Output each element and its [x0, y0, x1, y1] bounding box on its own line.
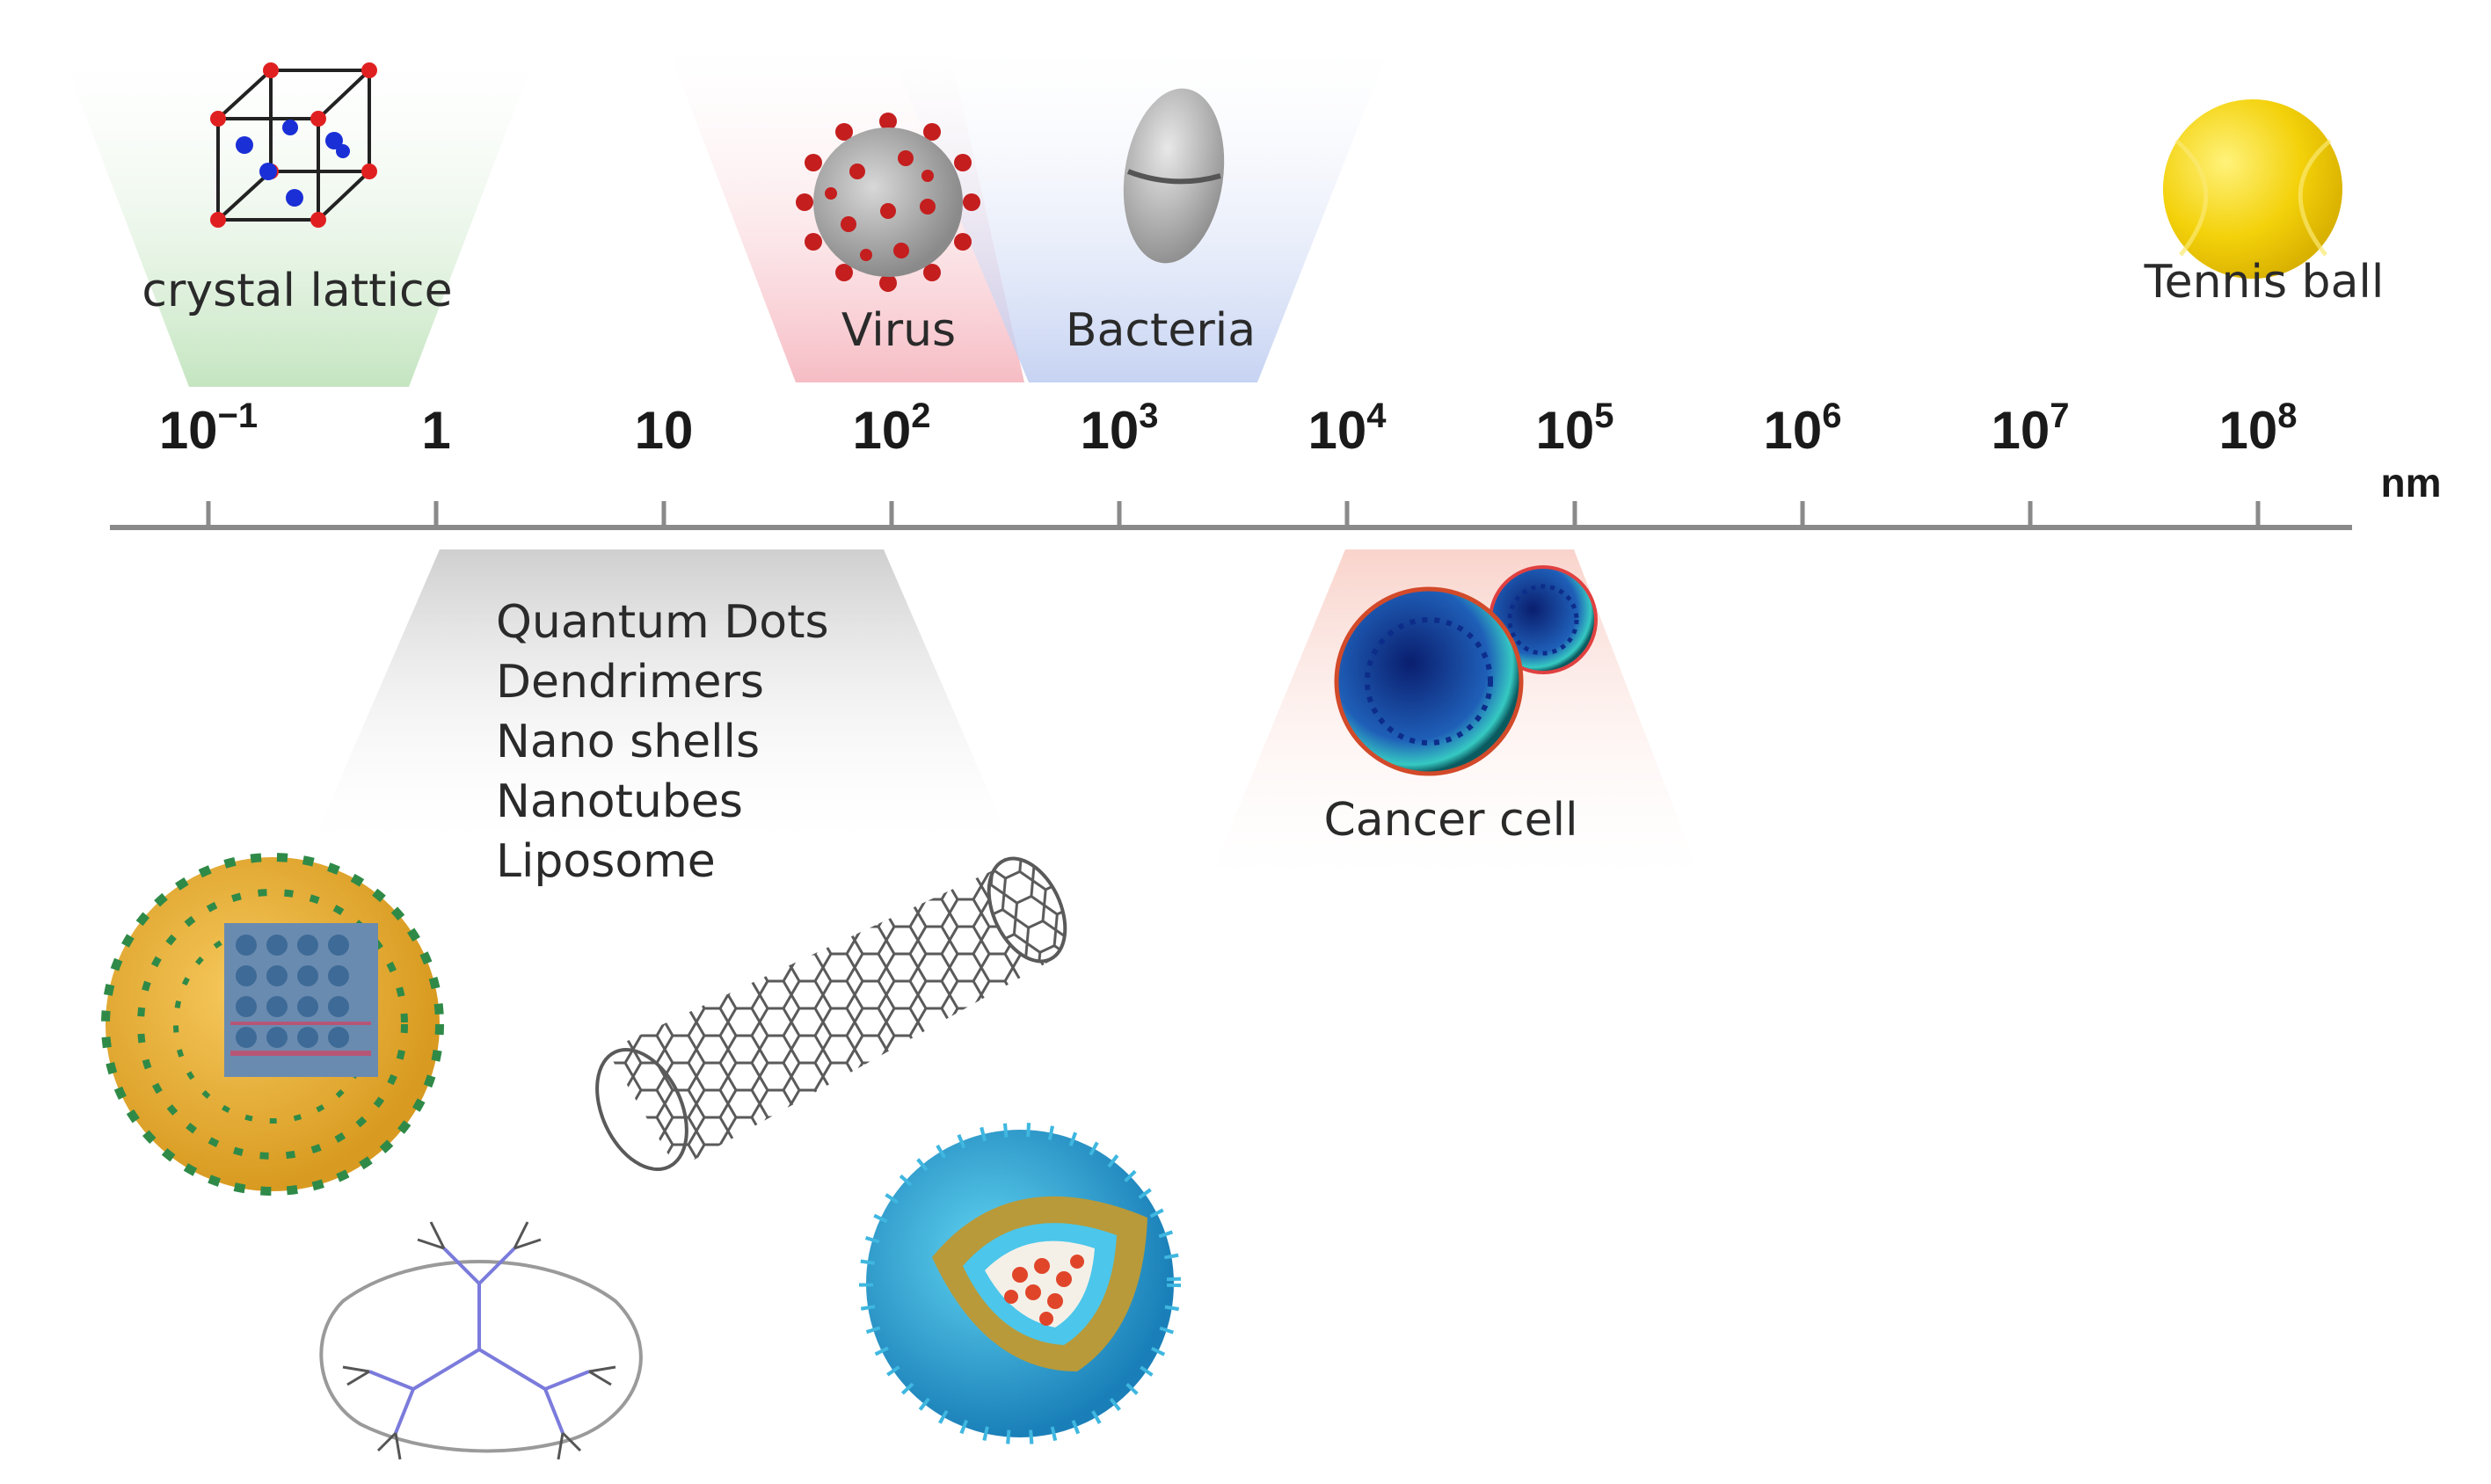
virus-label: Virus — [841, 304, 956, 357]
tennis-ball-icon — [2163, 99, 2342, 279]
nanomaterials-list: Quantum Dots Dendrimers Nano shells Nano… — [496, 596, 829, 888]
nanotube-illustration — [595, 856, 1067, 1171]
quantum-dot-illustration — [101, 853, 444, 1196]
cancer-cell-label: Cancer cell — [1323, 794, 1577, 847]
axis-tick-label: 106 — [1764, 396, 1842, 460]
axis-tick-label: 10−1 — [159, 396, 258, 460]
axis-tick-label: 102 — [853, 396, 931, 460]
axis-tick-label: 104 — [1308, 396, 1388, 460]
nanomaterials-band — [312, 549, 1011, 844]
bacteria-label: Bacteria — [1066, 304, 1256, 357]
nanomaterial-item-nano-shells: Nano shells — [496, 716, 760, 768]
nanomaterial-item-quantum-dots: Quantum Dots — [496, 596, 829, 649]
bacteria-icon — [1123, 88, 1225, 264]
axis-tick-label: 103 — [1081, 396, 1159, 460]
nanomaterial-item-liposome: Liposome — [496, 835, 716, 888]
crystal-lattice-label: crystal lattice — [142, 265, 452, 317]
tennis-ball-label: Tennis ball — [2144, 256, 2385, 309]
axis-tick-label: 107 — [1992, 396, 2070, 460]
axis-tick-label: 108 — [2219, 396, 2298, 460]
cancer-cell-icon — [1334, 565, 1598, 776]
dendrimer-illustration — [319, 1221, 643, 1460]
axis-tick-label: 10 — [635, 401, 694, 460]
virus-icon — [796, 113, 980, 292]
nanomaterial-item-nanotubes: Nanotubes — [496, 775, 743, 828]
axis-ticks: 10−1 1 10 102 103 104 105 106 107 108 — [159, 396, 2298, 527]
crystal-lattice-icon — [210, 62, 377, 228]
axis-unit-label: nm — [2381, 460, 2442, 506]
axis-tick-label: 105 — [1536, 396, 1614, 460]
nanomaterial-item-dendrimers: Dendrimers — [496, 656, 764, 709]
axis-tick-label: 1 — [421, 401, 450, 460]
liposome-illustration — [859, 1123, 1181, 1444]
